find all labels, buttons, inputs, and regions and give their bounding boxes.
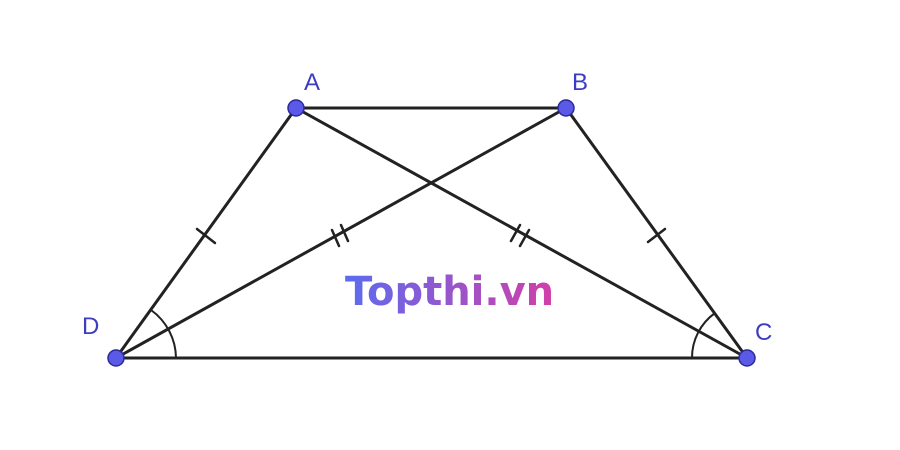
angle-arc-c bbox=[690, 312, 716, 359]
diagonal-bd bbox=[114, 106, 568, 360]
double-tick-bd-1 bbox=[330, 228, 341, 248]
double-tick-ac-1 bbox=[509, 223, 522, 243]
label-d: D bbox=[82, 313, 99, 340]
angle-arc-d bbox=[150, 309, 177, 359]
point-a bbox=[287, 99, 305, 117]
watermark-text: Topthi.vn bbox=[345, 269, 554, 315]
tick-mark-ad bbox=[195, 227, 217, 245]
label-b: B bbox=[572, 69, 588, 96]
side-bc bbox=[564, 106, 749, 360]
point-c bbox=[738, 349, 756, 367]
tick-mark-bc bbox=[646, 227, 667, 244]
double-tick-bd-2 bbox=[339, 223, 350, 243]
point-b bbox=[557, 99, 575, 117]
double-tick-ac-2 bbox=[518, 228, 531, 248]
label-c: C bbox=[755, 319, 772, 346]
side-ad bbox=[114, 106, 298, 360]
point-d bbox=[107, 349, 125, 367]
label-a: A bbox=[304, 69, 320, 96]
diagonal-ac bbox=[294, 106, 749, 360]
